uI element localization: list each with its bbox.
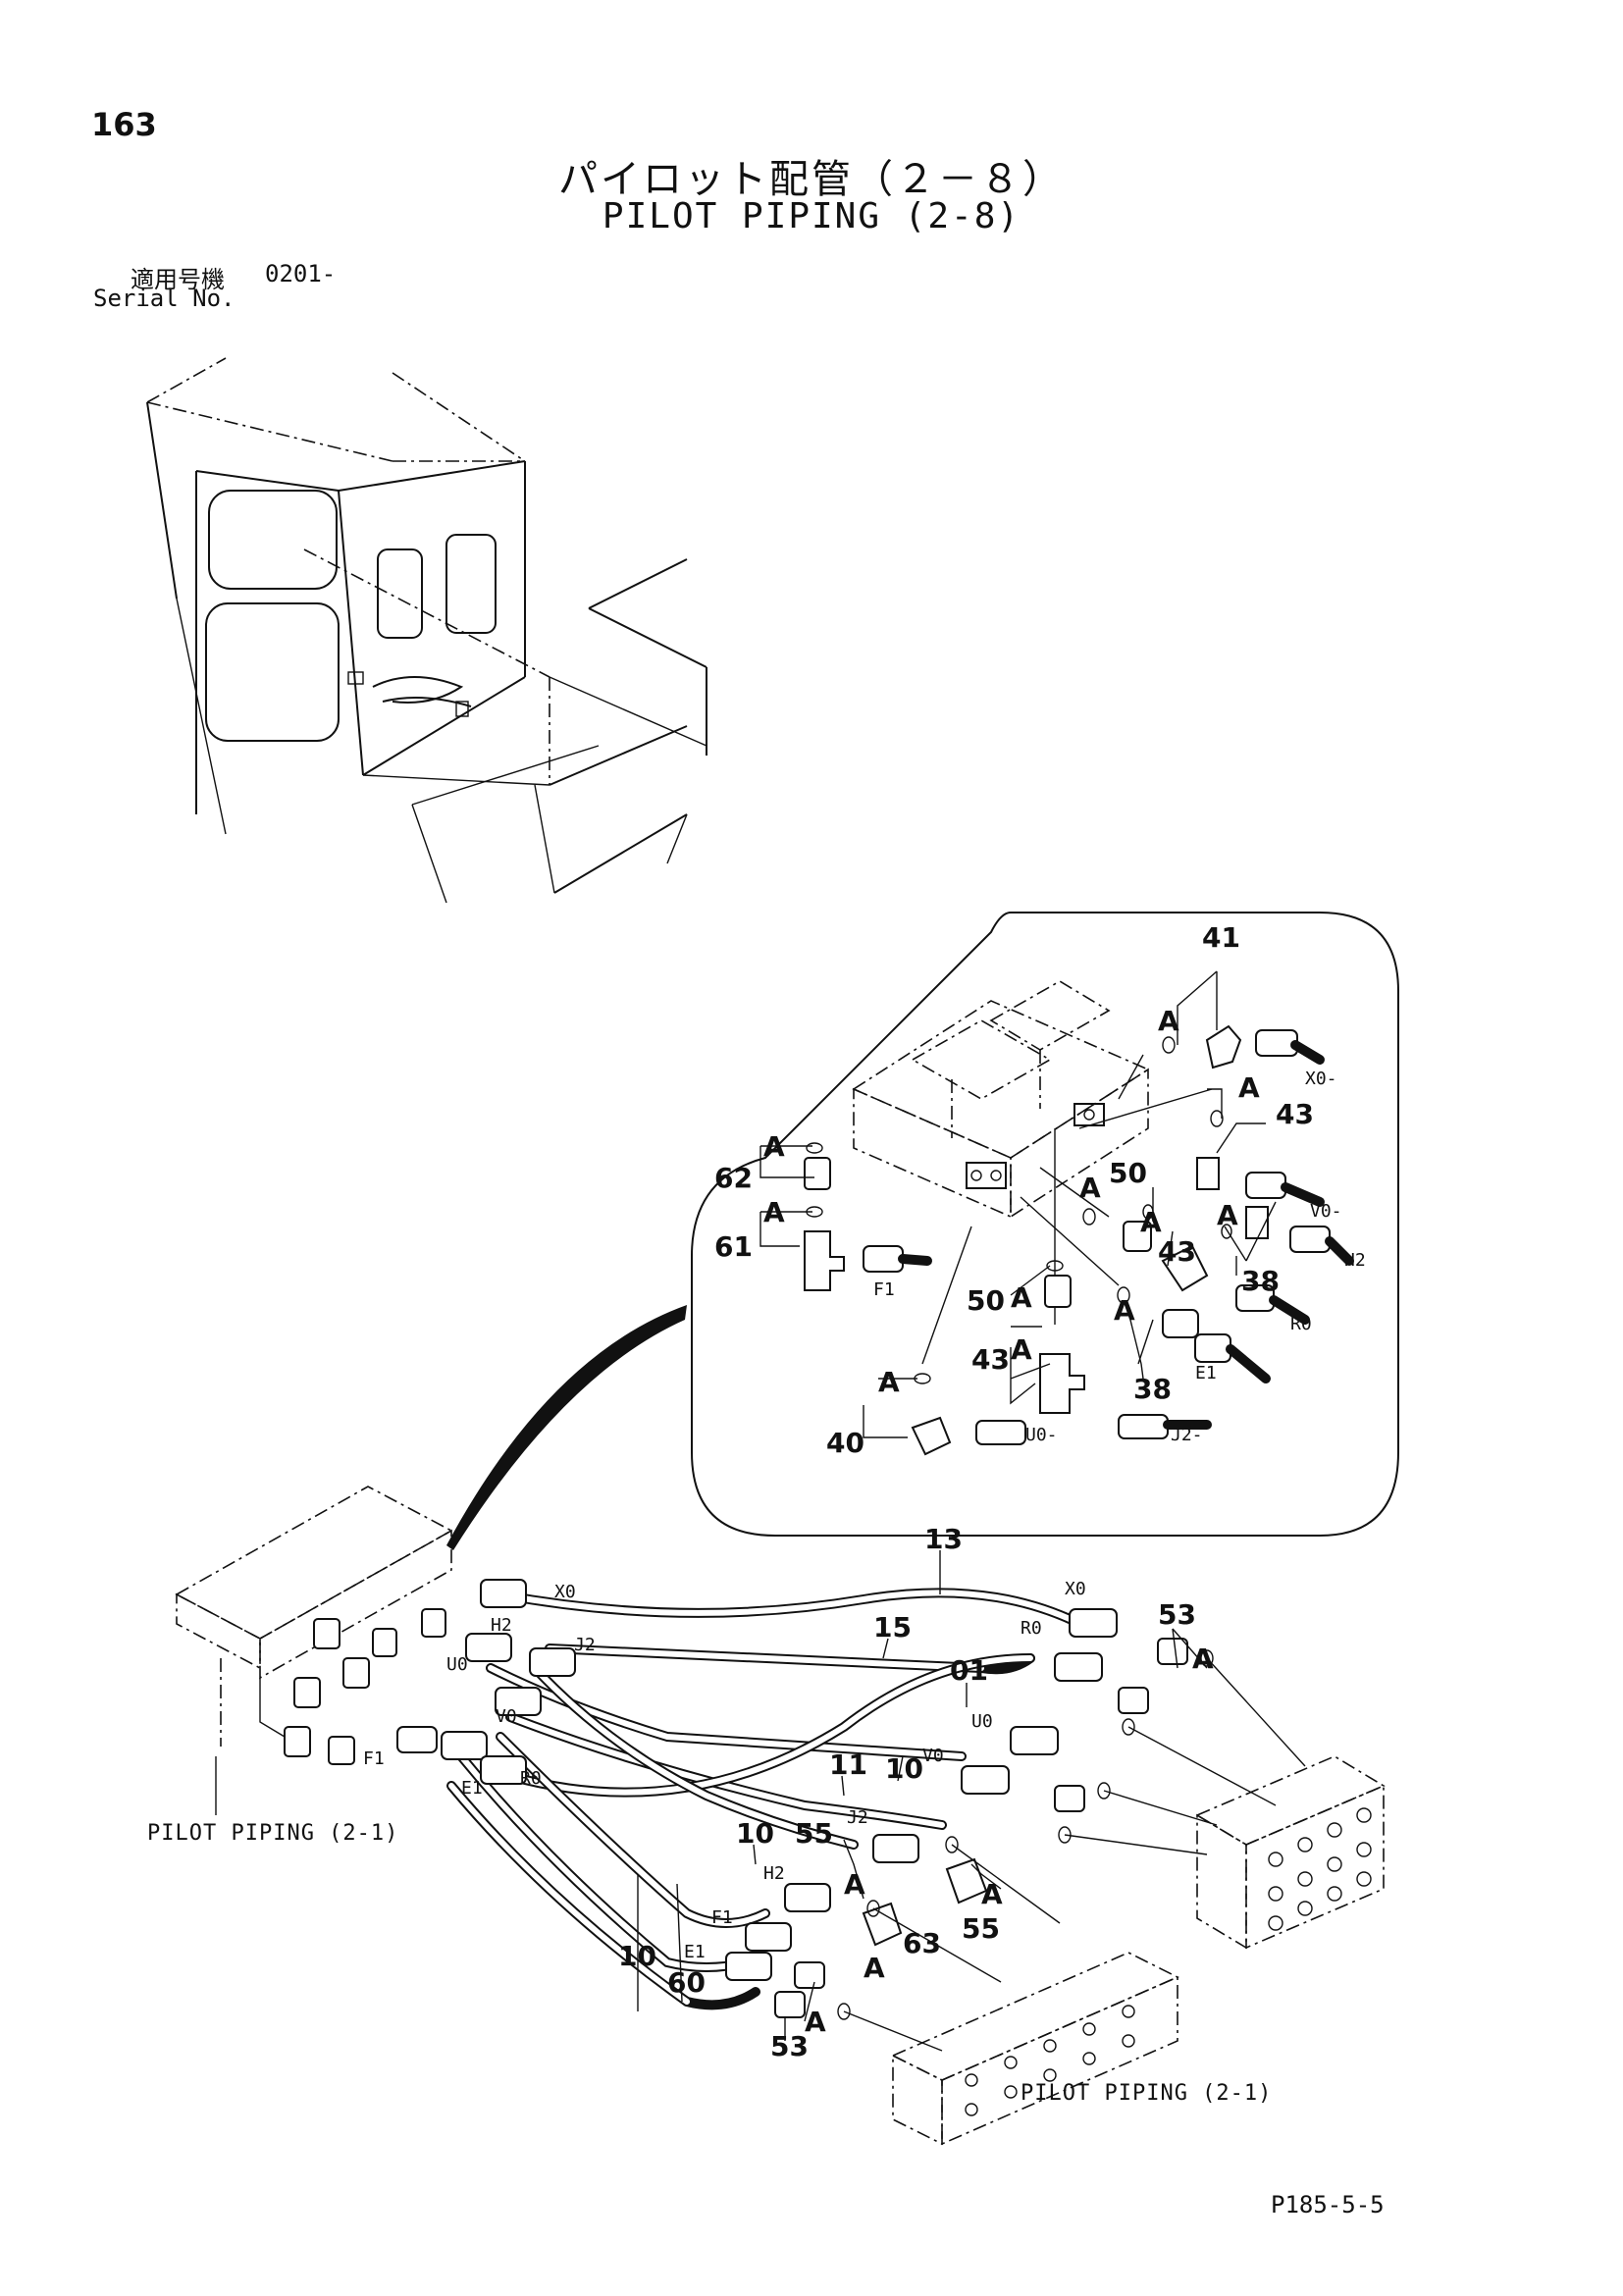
- detail-pilot-valve-block: [852, 980, 1213, 1365]
- marker-a-43-upper: A: [1238, 1071, 1260, 1104]
- part-43-mid: 43: [1158, 1235, 1196, 1268]
- port-j2-detail: J2-: [1171, 1425, 1203, 1445]
- marker-a-55-right: A: [981, 1878, 1003, 1910]
- marker-a-41: A: [1158, 1005, 1179, 1037]
- marker-a-50-lower: A: [1011, 1281, 1032, 1314]
- port-u0-detail: U0-: [1025, 1425, 1058, 1445]
- part-38-lower: 38: [1133, 1373, 1172, 1405]
- port-x0-right: X0: [1065, 1579, 1086, 1599]
- port-r0-detail: R0: [1290, 1314, 1312, 1334]
- part-41: 41: [1202, 921, 1240, 954]
- detail-leaders: [759, 970, 1277, 1438]
- marker-a-53-bottom: A: [805, 2006, 826, 2038]
- detail-fittings: [804, 1024, 1354, 1456]
- part-15: 15: [873, 1611, 912, 1644]
- manifold-block-right: [1064, 1657, 1386, 1950]
- main-hoses: [446, 1588, 1074, 2010]
- serial-label-english: Serial No.: [93, 285, 236, 312]
- title-english: PILOT PIPING (2-8): [602, 196, 1021, 236]
- port-h2-right: H2: [763, 1863, 785, 1884]
- serial-label-japanese: 適用号機: [131, 266, 225, 293]
- manifold-block-bottom: [843, 1844, 1179, 2146]
- part-01: 01: [950, 1654, 988, 1687]
- main-pilot-valve: [175, 1486, 453, 1815]
- page-number: 163: [91, 106, 157, 143]
- cab-overview-sketch: [146, 357, 707, 904]
- port-e1-detail: E1: [1195, 1363, 1217, 1383]
- port-e1-right: E1: [684, 1942, 706, 1962]
- port-u0-left: U0: [446, 1654, 468, 1675]
- part-53-right: 53: [1158, 1598, 1196, 1631]
- main-hose-end-fittings: [396, 1579, 1214, 2020]
- part-10-left: 10: [618, 1940, 656, 1972]
- title-japanese: パイロット配管（２－８）: [558, 157, 1065, 202]
- part-40: 40: [826, 1427, 864, 1459]
- port-h2-left: H2: [491, 1615, 512, 1636]
- serial-value: 0201-: [265, 260, 337, 287]
- port-h2-detail: H2: [1344, 1250, 1366, 1271]
- marker-a-55-left: A: [844, 1868, 865, 1901]
- port-f1-left: F1: [363, 1748, 385, 1769]
- cross-ref-bottom: PILOT PIPING (2-1): [1021, 2081, 1272, 2106]
- port-j2-left: J2: [574, 1635, 596, 1655]
- port-x0-left: X0: [554, 1582, 576, 1602]
- part-60: 60: [667, 1966, 706, 1999]
- port-x0-detail: X0-: [1305, 1069, 1337, 1089]
- port-v0-detail: V0-: [1310, 1201, 1342, 1222]
- port-f1-right: F1: [711, 1907, 733, 1928]
- part-62: 62: [714, 1162, 753, 1194]
- part-50-upper: 50: [1109, 1157, 1147, 1189]
- part-10-mid: 10: [736, 1817, 774, 1850]
- part-53-bottom: 53: [770, 2030, 809, 2062]
- port-r0-right: R0: [1021, 1618, 1042, 1639]
- marker-a-62: A: [763, 1130, 785, 1163]
- part-10-right: 10: [885, 1752, 923, 1785]
- part-11: 11: [829, 1748, 867, 1781]
- marker-a-61: A: [763, 1196, 785, 1228]
- part-38-upper: 38: [1241, 1265, 1280, 1297]
- part-43-lower: 43: [971, 1343, 1010, 1376]
- port-e1-left: E1: [461, 1778, 483, 1799]
- marker-a-38-lower: A: [1114, 1294, 1135, 1327]
- marker-a-63: A: [864, 1952, 885, 1984]
- marker-a-43-lower: A: [1011, 1333, 1032, 1366]
- part-61: 61: [714, 1230, 753, 1263]
- part-43-upper: 43: [1276, 1098, 1314, 1130]
- cross-ref-left: PILOT PIPING (2-1): [147, 1821, 398, 1846]
- port-v0-left: V0: [496, 1706, 517, 1727]
- part-63: 63: [903, 1927, 941, 1959]
- part-55-left: 55: [795, 1817, 833, 1850]
- part-55-right: 55: [962, 1912, 1000, 1945]
- marker-a-50-upper: A: [1079, 1172, 1101, 1204]
- port-f1-detail: F1: [873, 1279, 895, 1300]
- main-leaders: [637, 1550, 1208, 2041]
- port-v0-right: V0: [922, 1746, 944, 1766]
- marker-a-43-mid: A: [1140, 1206, 1162, 1238]
- marker-a-53-right: A: [1192, 1643, 1214, 1675]
- port-j2-right: J2: [847, 1807, 868, 1828]
- port-u0-right: U0: [971, 1711, 993, 1732]
- part-13: 13: [924, 1523, 963, 1555]
- marker-a-38-upper: A: [1217, 1199, 1238, 1231]
- part-50-lower: 50: [967, 1284, 1005, 1317]
- port-r0-left: R0: [520, 1768, 542, 1789]
- marker-a-40: A: [878, 1366, 900, 1398]
- document-code: P185-5-5: [1271, 2191, 1385, 2218]
